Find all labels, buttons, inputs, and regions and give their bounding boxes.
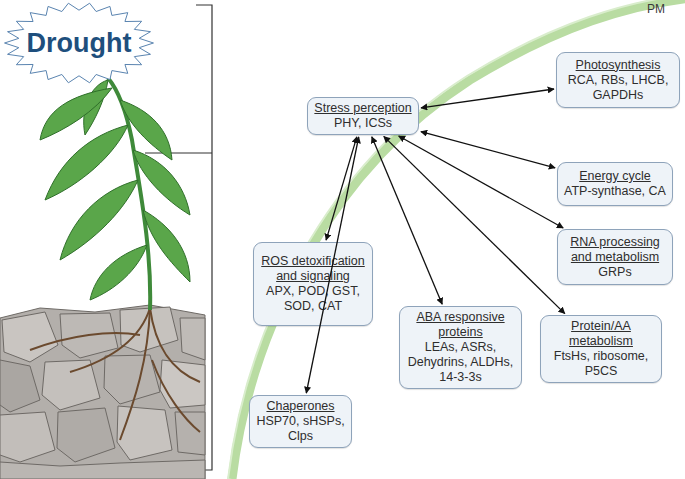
interaction-arrow [306, 137, 358, 393]
root [30, 333, 140, 350]
rock [160, 360, 205, 408]
root [70, 308, 150, 372]
category-box: ABA responsive proteinsLEAs, ASRs, Dehyd… [399, 306, 522, 389]
rocks [0, 305, 205, 479]
rock [180, 318, 205, 360]
category-title: Chaperones [266, 399, 334, 414]
protein-list: GRPs [598, 265, 631, 280]
rock [117, 406, 172, 460]
category-title: RNA processing and metabolism [563, 235, 667, 265]
leaf [120, 100, 172, 160]
leaf [40, 88, 112, 140]
leaf [60, 180, 138, 260]
rock [42, 360, 100, 410]
category-box: Protein/AA metabolismFtsHs, ribosome, P5… [540, 315, 662, 383]
leaf [90, 245, 147, 300]
stress-starburst: Drought [3, 2, 155, 84]
interaction-arrow [326, 137, 357, 240]
category-box: PhotosynthesisRCA, RBs, LHCB, GAPDHs [556, 52, 680, 108]
category-box: Energy cycleATP-synthase, CA [557, 162, 673, 206]
protein-list: HSP70, sHSPs, Clps [255, 414, 346, 444]
starburst-outline [5, 3, 154, 83]
membrane-band [232, 0, 685, 479]
category-box: ChaperonesHSP70, sHSPs, Clps [249, 395, 352, 448]
leaf [143, 210, 190, 282]
rock [2, 312, 58, 362]
protein-list: FtsHs, ribosome, P5CS [546, 349, 656, 379]
category-title: Stress perception [314, 101, 411, 116]
category-box: RNA processing and metabolismGRPs [557, 229, 673, 285]
category-title: Protein/AA metabolism [546, 319, 656, 349]
rock [0, 412, 55, 462]
category-title: ROS detoxification and signaling [259, 254, 367, 284]
rock [175, 412, 205, 455]
soil [0, 305, 205, 479]
stress-label: Drought [27, 28, 132, 59]
interaction-arrow [372, 137, 442, 304]
rock [104, 355, 160, 404]
bracket-pointer [145, 152, 212, 153]
category-box: ROS detoxification and signalingAPX, POD… [253, 242, 373, 326]
leaves [40, 80, 190, 300]
interaction-arrow [384, 136, 565, 313]
protein-list: RCA, RBs, LHCB, GAPDHs [562, 73, 674, 103]
interaction-arrow [399, 136, 564, 228]
root [120, 308, 150, 440]
protein-list: APX, POD, GST, SOD, CAT [259, 284, 367, 314]
protein-list: LEAs, ASRs, Dehydrins, ALDHs, 14-3-3s [405, 340, 516, 385]
category-title: ABA responsive proteins [405, 310, 516, 340]
roots [30, 308, 200, 440]
rock [0, 360, 40, 412]
interaction-arrow [421, 89, 554, 108]
leaf [133, 150, 190, 215]
membrane-label: PM [647, 2, 665, 16]
rock [57, 408, 115, 462]
root [152, 360, 200, 432]
protein-list: ATP-synthase, CA [564, 184, 666, 199]
category-box: Stress perceptionPHY, ICSs [307, 97, 419, 135]
protein-list: PHY, ICSs [334, 116, 392, 131]
interaction-arrow [421, 132, 555, 168]
root [150, 308, 200, 382]
category-title: Energy cycle [579, 169, 651, 184]
rock [0, 460, 205, 479]
membrane-edge [228, 0, 685, 479]
category-title: Photosynthesis [576, 58, 661, 73]
